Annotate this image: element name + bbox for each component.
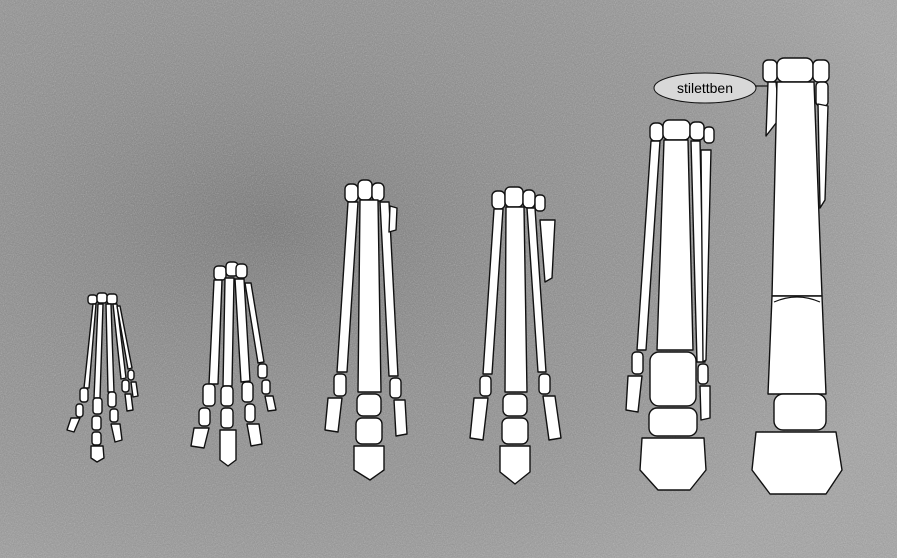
callout-label: stilettben xyxy=(677,80,733,96)
